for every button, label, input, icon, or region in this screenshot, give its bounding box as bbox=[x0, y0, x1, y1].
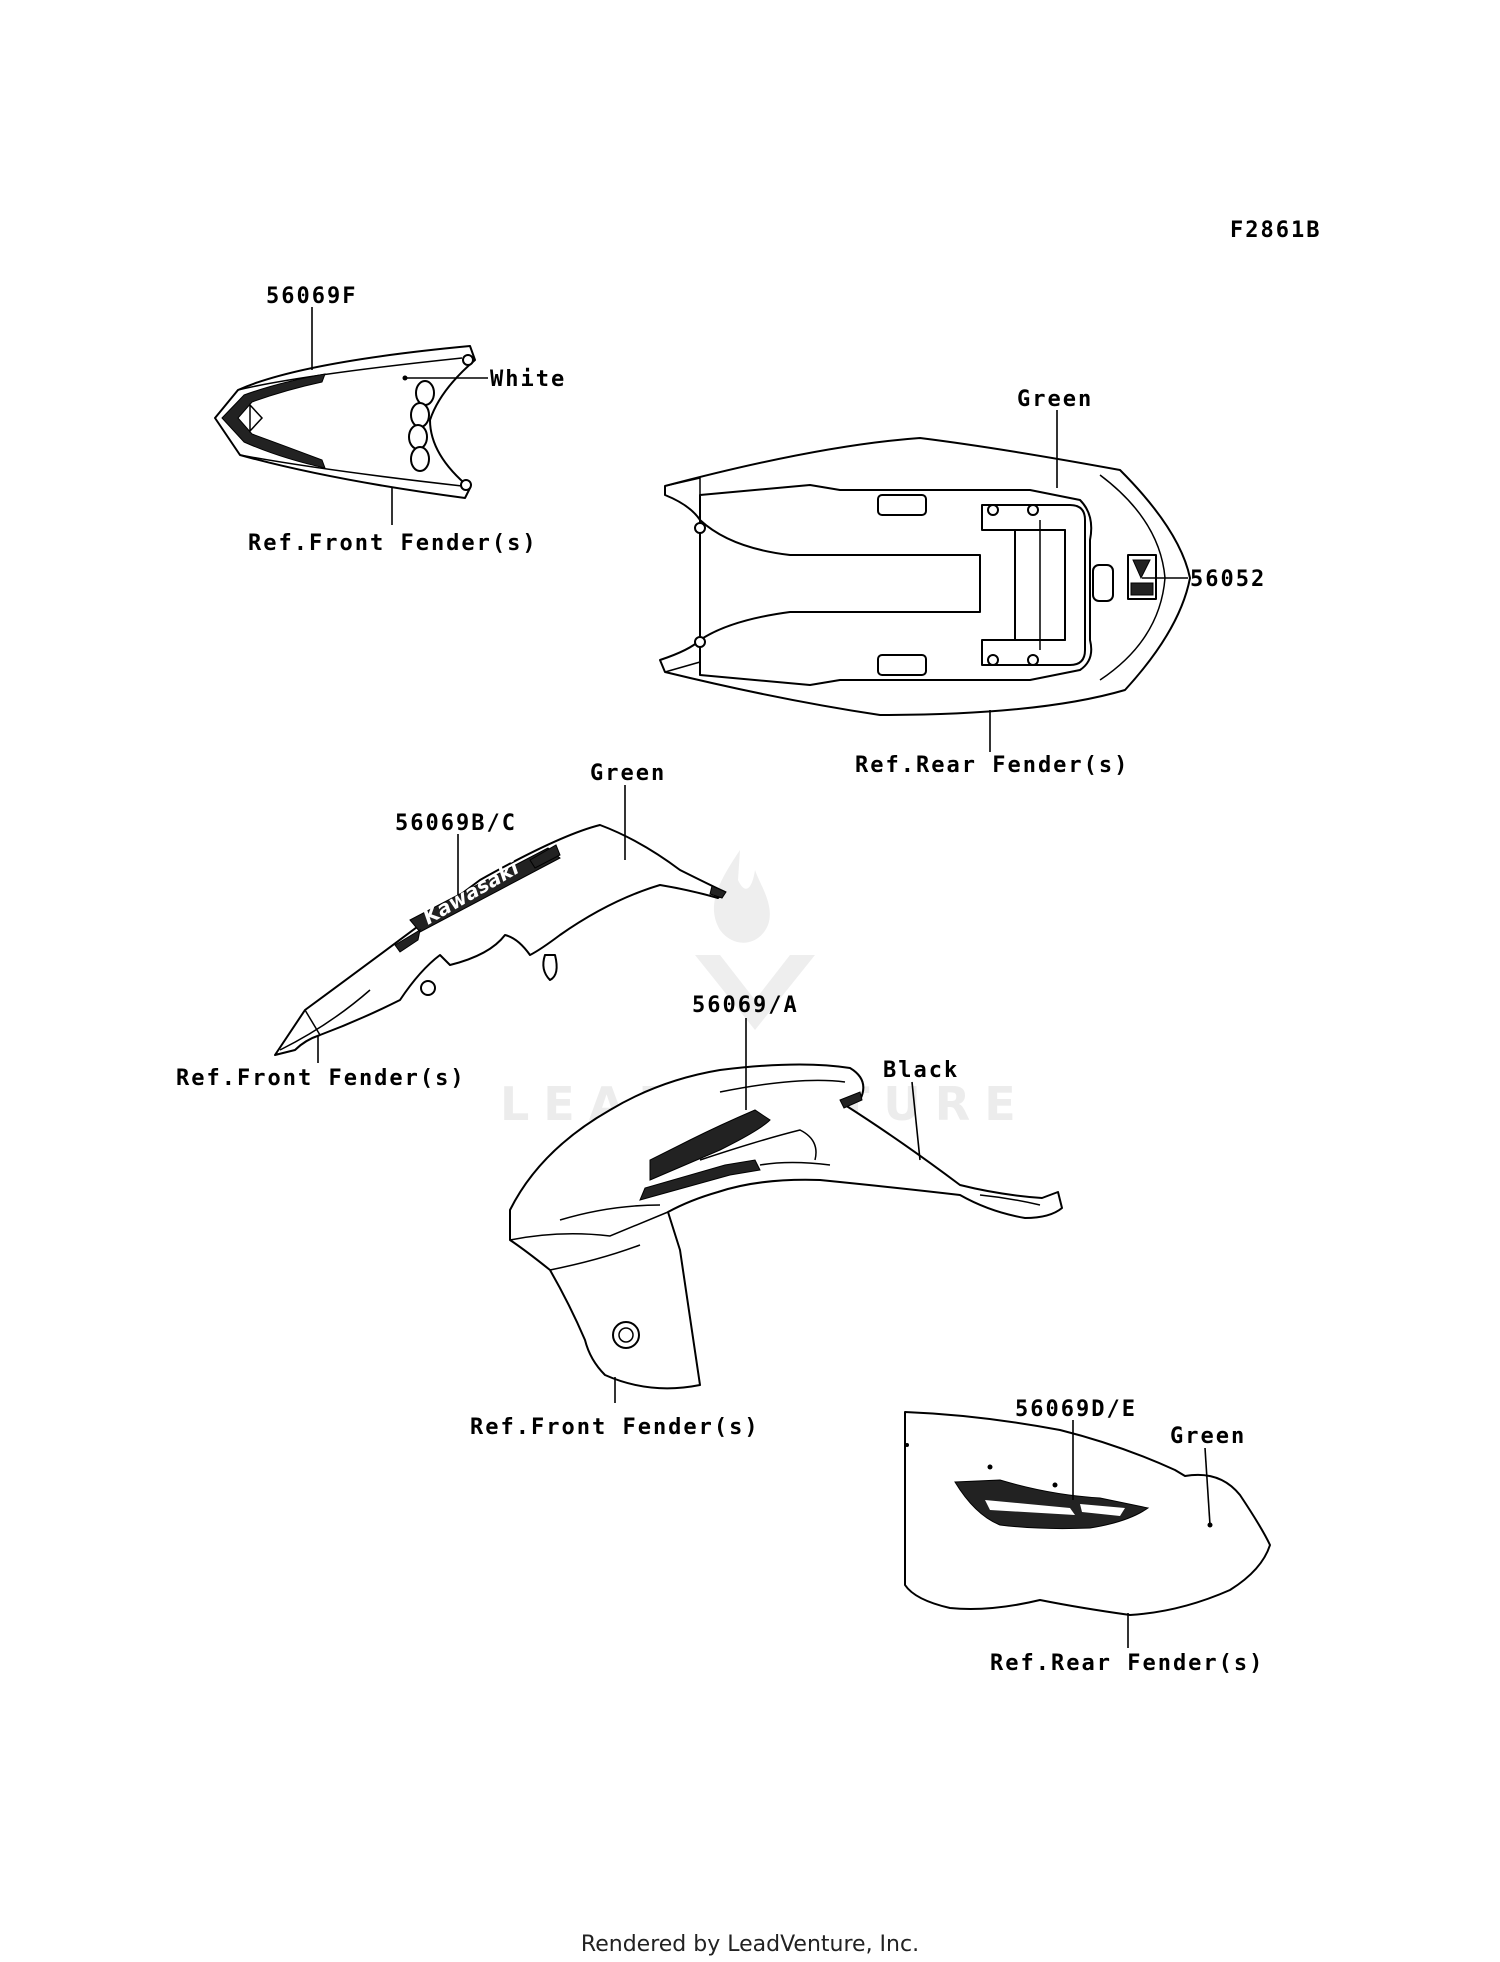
label-black: Black bbox=[883, 1058, 959, 1083]
leader-black bbox=[911, 1081, 921, 1161]
label-ref-front-fender-1: Ref.Front Fender(s) bbox=[248, 531, 538, 556]
label-ref-front-fender-3: Ref.Front Fender(s) bbox=[470, 1415, 760, 1440]
label-56052: 56052 bbox=[1190, 567, 1266, 592]
footer-credit: Rendered by LeadVenture, Inc. bbox=[580, 1932, 920, 1957]
rear-tail-cowl-part bbox=[214, 345, 476, 499]
leader-green-3 bbox=[1204, 1447, 1211, 1526]
rear-fender-side-part bbox=[904, 1411, 1271, 1616]
label-56069F: 56069F bbox=[266, 284, 357, 309]
figure-code: F2861B bbox=[1230, 218, 1321, 243]
label-ref-front-fender-2: Ref.Front Fender(s) bbox=[176, 1066, 466, 1091]
label-white: White bbox=[490, 367, 566, 392]
watermark-logo bbox=[695, 850, 815, 1030]
front-fender-side-part: Kawasaki bbox=[274, 824, 727, 1056]
label-green-3: Green bbox=[1170, 1424, 1246, 1449]
rear-fender-top-part bbox=[659, 437, 1191, 716]
label-56069DE: 56069D/E bbox=[1015, 1397, 1137, 1422]
label-56069BC: 56069B/C bbox=[395, 811, 517, 836]
label-ref-rear-fender-1: Ref.Rear Fender(s) bbox=[855, 753, 1129, 778]
label-green-2: Green bbox=[590, 761, 666, 786]
label-56069A: 56069/A bbox=[692, 993, 799, 1018]
label-ref-rear-fender-2: Ref.Rear Fender(s) bbox=[990, 1651, 1264, 1676]
label-green-1: Green bbox=[1017, 387, 1093, 412]
front-shroud-part bbox=[509, 1063, 1063, 1390]
